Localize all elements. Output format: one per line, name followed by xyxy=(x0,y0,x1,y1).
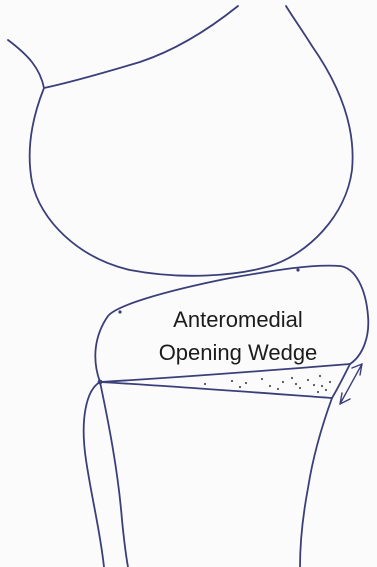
arrow-shaft xyxy=(340,364,362,404)
graft-dot xyxy=(307,379,309,381)
label-line-1: Anteromedial xyxy=(173,307,303,332)
tibia-right-contour xyxy=(300,398,332,567)
graft-dot xyxy=(317,391,319,393)
tibia-inner-contour xyxy=(100,382,128,567)
graft-dot xyxy=(277,388,279,390)
graft-dot xyxy=(329,381,331,383)
graft-dot xyxy=(291,377,293,379)
graft-dot xyxy=(231,380,233,382)
wedge-apex-point xyxy=(98,380,103,385)
tibia-left-contour xyxy=(84,382,104,567)
plateau-mark xyxy=(296,268,299,271)
graft-dot xyxy=(269,385,271,387)
plateau-mark xyxy=(118,310,121,313)
wedge-lower-cut xyxy=(100,382,332,398)
opening-arrow xyxy=(340,364,362,404)
graft-dot xyxy=(261,378,263,380)
opening-wedge xyxy=(100,364,350,398)
graft-dot xyxy=(325,389,327,391)
graft-dot xyxy=(204,383,206,385)
graft-dot xyxy=(295,383,297,385)
femur xyxy=(8,6,353,276)
graft-dot xyxy=(321,385,323,387)
graft-dot xyxy=(313,384,315,386)
graft-dot xyxy=(299,387,301,389)
graft-dot xyxy=(239,386,241,388)
femur-outline xyxy=(8,6,353,276)
wedge-upper-cut xyxy=(100,364,350,382)
graft-dot xyxy=(245,382,247,384)
wedge-medial-edge xyxy=(332,364,350,398)
graft-dot xyxy=(282,381,284,383)
graft-dot xyxy=(319,375,321,377)
label-line-2: Opening Wedge xyxy=(159,340,318,365)
